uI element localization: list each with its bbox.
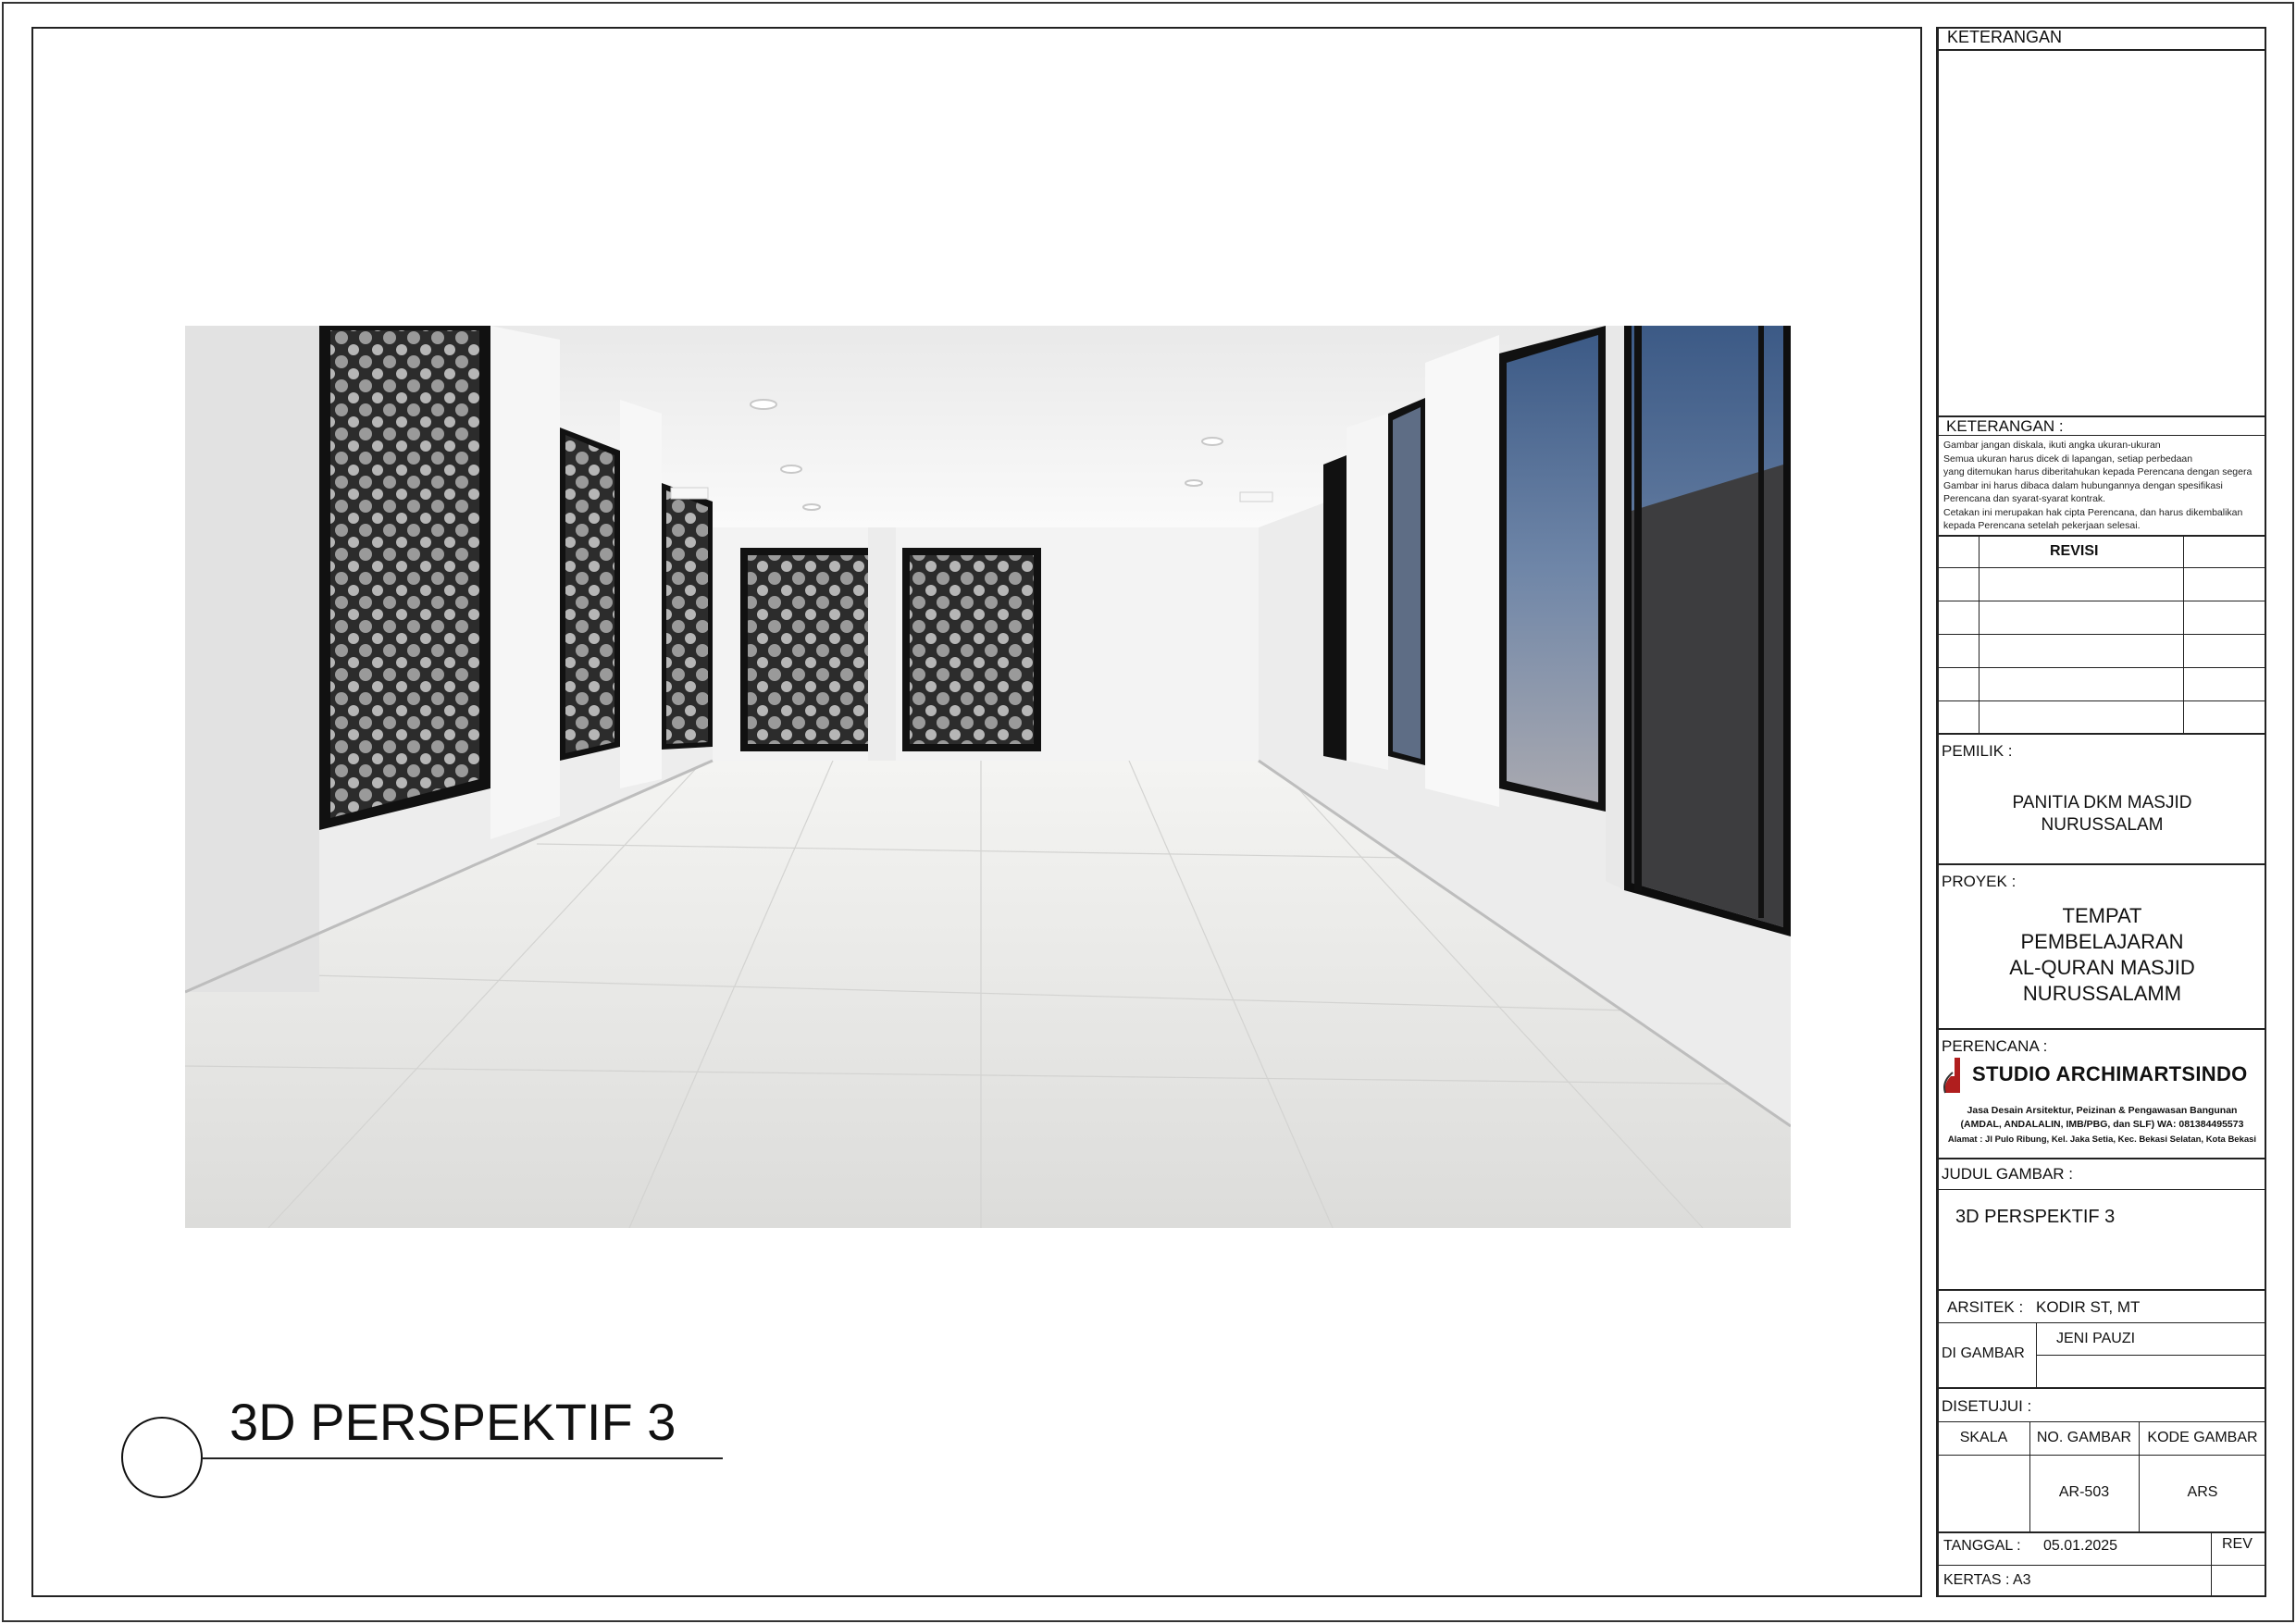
interior-render-image bbox=[185, 326, 1791, 1228]
studio-name: STUDIO ARCHIMARTSINDO bbox=[1972, 1062, 2248, 1085]
kertas-label: KERTAS : A3 bbox=[1943, 1572, 2031, 1588]
kode-gambar-label: KODE GAMBAR bbox=[2147, 1430, 2258, 1445]
disetujui-label: DISETUJUI : bbox=[1942, 1397, 2032, 1415]
proyek-line1: TEMPAT bbox=[2062, 904, 2142, 927]
tanggal-value: 05.01.2025 bbox=[2043, 1538, 2118, 1554]
studio-line1: Jasa Desain Arsitektur, Peizinan & Penga… bbox=[1967, 1105, 2238, 1116]
tanggal-label: TANGGAL : bbox=[1943, 1538, 2021, 1554]
no-gambar-label: NO. GAMBAR bbox=[2036, 1430, 2132, 1445]
studio-logo-icon bbox=[1943, 1058, 1960, 1094]
kode-gambar-value: ARS bbox=[2187, 1484, 2218, 1500]
revisi-label: REVISI bbox=[2050, 543, 2099, 559]
keterangan-header: KETERANGAN bbox=[1947, 28, 2063, 46]
pemilik-line1: PANITIA DKM MASJID bbox=[2012, 793, 2192, 812]
arsitek-value: KODIR ST, MT bbox=[2036, 1298, 2141, 1316]
arsitek-label: ARSITEK : bbox=[1947, 1298, 2024, 1316]
proyek-label: PROYEK : bbox=[1942, 873, 2017, 890]
proyek-line3: AL-QURAN MASJID bbox=[2009, 956, 2195, 979]
view-title: 3D PERSPEKTIF 3 bbox=[230, 1393, 676, 1451]
view-title-underline bbox=[202, 1457, 723, 1459]
no-gambar-value: AR-503 bbox=[2058, 1484, 2110, 1500]
perencana-label: PERENCANA : bbox=[1942, 1037, 2048, 1055]
keterangan-notes: Gambar jangan diskala, ikuti angka ukura… bbox=[1943, 440, 2253, 531]
proyek-line4: NURUSSALAMM bbox=[2022, 982, 2182, 1005]
pemilik-label: PEMILIK : bbox=[1942, 742, 2013, 760]
judul-label: JUDUL GAMBAR : bbox=[1942, 1165, 2074, 1183]
keterangan-label: KETERANGAN : bbox=[1946, 417, 2064, 435]
pemilik-line2: NURUSSALAM bbox=[2041, 815, 2164, 835]
skala-label: SKALA bbox=[1959, 1430, 2008, 1445]
rev-label: REV bbox=[2222, 1536, 2253, 1552]
studio-line2: (AMDAL, ANDALALIN, IMB/PBG, dan SLF) WA:… bbox=[1960, 1119, 2244, 1130]
judul-value: 3D PERSPEKTIF 3 bbox=[1955, 1207, 2116, 1227]
digambar-label: DI GAMBAR bbox=[1942, 1345, 2025, 1361]
studio-line3: Alamat : Jl Pulo Ribung, Kel. Jaka Setia… bbox=[1947, 1134, 2257, 1145]
drawing-frame bbox=[31, 27, 1922, 1597]
digambar-value: JENI PAUZI bbox=[2056, 1331, 2136, 1346]
proyek-line2: PEMBELAJARAN bbox=[2020, 930, 2184, 953]
